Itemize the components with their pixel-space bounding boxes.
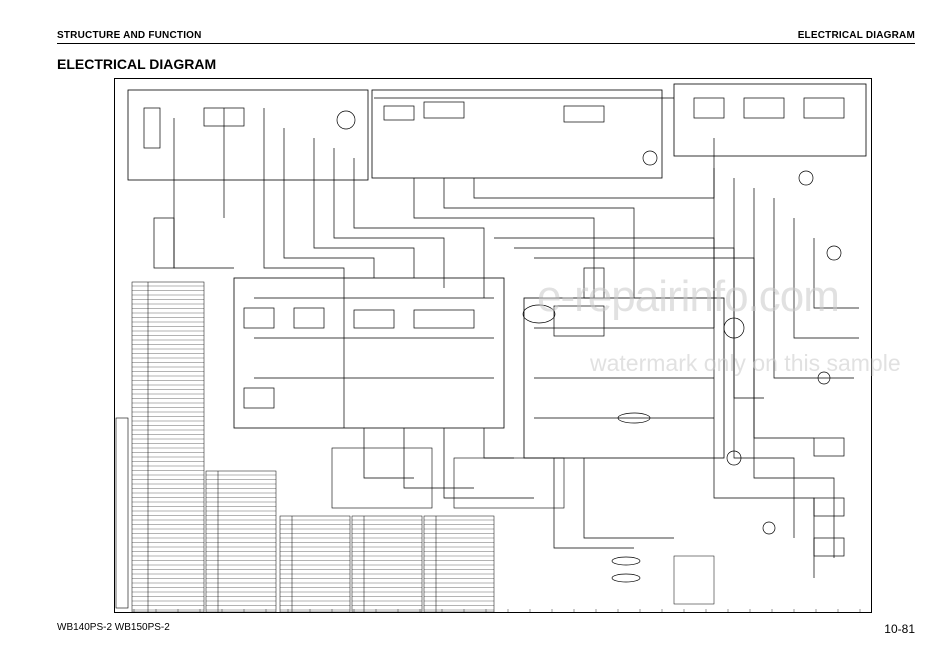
header-rule: [57, 43, 915, 44]
watermark-notice: watermark only on this sample: [590, 350, 901, 376]
electrical-diagram-figure: [114, 78, 872, 613]
footer-page-number: 10-81: [884, 622, 915, 636]
watermark-site: e-repairinfo.com: [537, 272, 840, 321]
page-title: ELECTRICAL DIAGRAM: [57, 56, 217, 72]
running-header-topic: ELECTRICAL DIAGRAM: [797, 30, 915, 41]
footer-model: WB140PS-2 WB150PS-2: [57, 622, 170, 633]
running-header-section: STRUCTURE AND FUNCTION: [57, 30, 202, 41]
